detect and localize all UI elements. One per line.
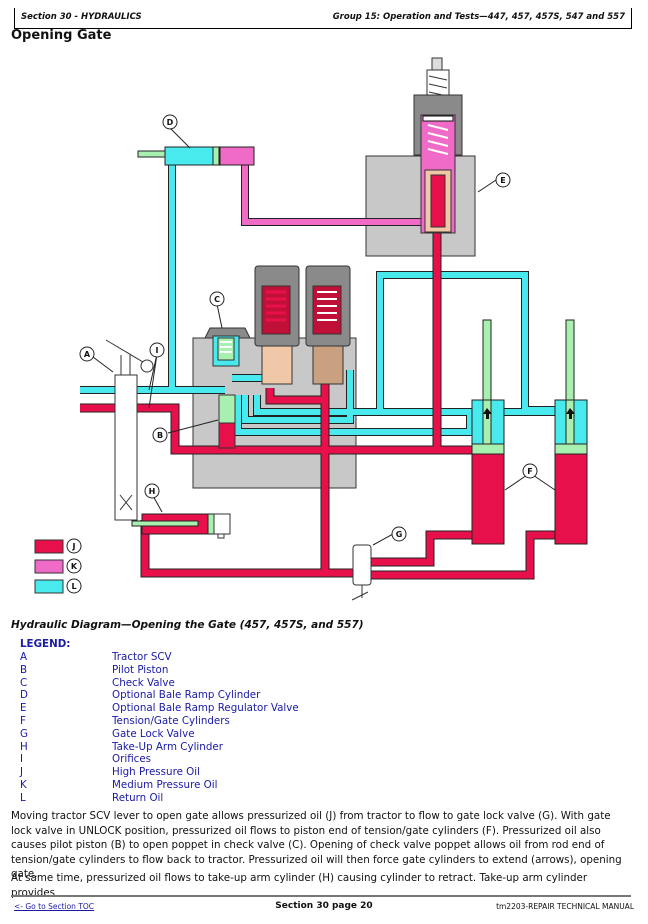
hydraulic-diagram: D E C A I B H F G J K L	[34, 57, 588, 601]
figure-caption: Hydraulic Diagram—Opening the Gate (457,…	[11, 619, 364, 631]
body-paragraph-1: Moving tractor SCV lever to open gate al…	[11, 810, 622, 881]
callout-l: L	[71, 582, 76, 591]
footer-divider	[11, 895, 631, 897]
gate-cylinder-right	[554, 319, 588, 545]
callout-a: A	[84, 350, 91, 359]
callout-i: I	[156, 346, 159, 355]
bale-ramp-cylinder-d	[137, 146, 255, 166]
callout-j: J	[72, 542, 76, 551]
swatch-high-pressure	[34, 539, 64, 554]
color-legend-swatches	[34, 539, 64, 594]
check-valve-c	[204, 327, 251, 449]
take-up-arm-cylinder-h	[131, 513, 231, 539]
callout-g: G	[396, 530, 403, 539]
page-number: Section 30 page 20	[275, 901, 373, 911]
swatch-medium-pressure	[34, 559, 64, 574]
manual-name: tm2203-REPAIR TECHNICAL MANUAL	[496, 902, 634, 911]
page-title: Opening Gate	[11, 28, 112, 43]
legend-heading: LEGEND:	[20, 638, 71, 650]
gate-lock-valve-g	[351, 544, 372, 601]
gate-cylinder-left	[471, 319, 505, 545]
page-header: Section 30 - HYDRAULICS Group 15: Operat…	[14, 8, 632, 29]
callout-k: K	[71, 562, 78, 571]
section-label: Section 30 - HYDRAULICS	[21, 12, 142, 22]
relief-valve-left	[254, 265, 300, 385]
tractor-scv-a	[105, 339, 154, 521]
callouts	[66, 114, 556, 594]
go-to-section-toc-link[interactable]: <- Go to Section TOC	[14, 902, 95, 911]
callout-d: D	[167, 118, 174, 127]
swatch-return	[34, 579, 64, 594]
regulator-valve-e	[413, 57, 463, 234]
callout-e: E	[500, 176, 505, 185]
group-label: Group 15: Operation and Tests—447, 457, …	[332, 12, 625, 22]
callout-c: C	[214, 295, 220, 304]
callout-f: F	[527, 467, 532, 476]
callout-h: H	[149, 487, 156, 496]
callout-b: B	[157, 431, 163, 440]
relief-valve-right	[305, 265, 351, 385]
